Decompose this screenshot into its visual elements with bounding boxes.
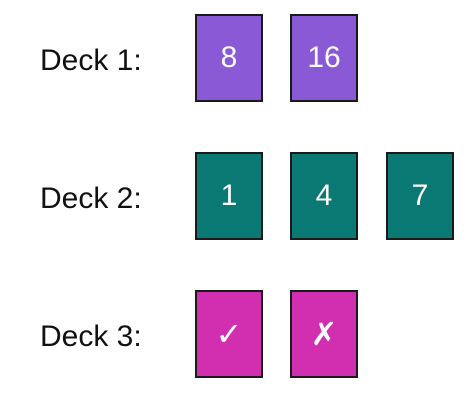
deck-1-card-2[interactable]: 16: [290, 14, 358, 102]
deck-2-card-3[interactable]: 7: [386, 152, 454, 240]
deck-2-label: Deck 2:: [40, 182, 142, 215]
deck-1-label: Deck 1:: [40, 44, 142, 77]
card-value: 16: [307, 41, 341, 74]
check-icon: ✓: [215, 315, 243, 353]
deck-1-card-1[interactable]: 8: [195, 14, 263, 102]
cross-icon: ✗: [310, 315, 338, 353]
card-value: 4: [315, 179, 333, 212]
card-value: 1: [220, 179, 238, 212]
deck-3-label: Deck 3:: [40, 320, 142, 353]
deck-3-card-2[interactable]: ✗: [290, 290, 358, 378]
card-value: 7: [411, 179, 429, 212]
deck-2-card-2[interactable]: 4: [290, 152, 358, 240]
deck-2-card-1[interactable]: 1: [195, 152, 263, 240]
card-value: 8: [220, 41, 238, 74]
deck-3-card-1[interactable]: ✓: [195, 290, 263, 378]
